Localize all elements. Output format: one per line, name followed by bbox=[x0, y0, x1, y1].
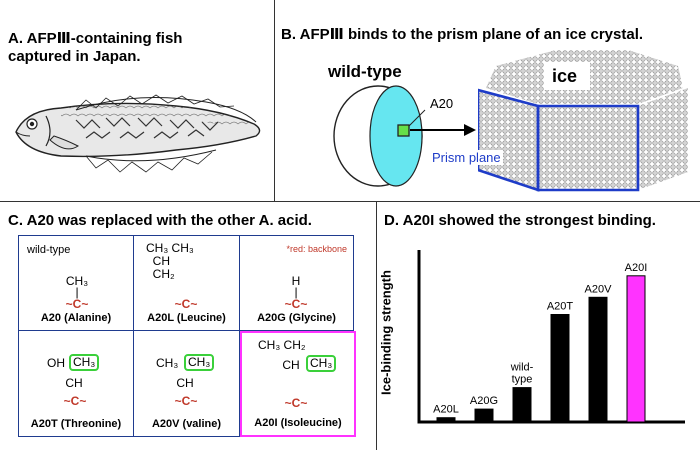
ice-crystal bbox=[478, 50, 688, 192]
sidechain-bond: | bbox=[294, 285, 298, 299]
fish-illustration bbox=[15, 94, 261, 173]
bar-label-a20i: A20I bbox=[625, 262, 648, 274]
backbone-glycine: ~C~ bbox=[284, 297, 308, 311]
site-label: A20 bbox=[430, 96, 454, 111]
sidechain-threonine-ch3: CH₃ bbox=[69, 354, 100, 371]
cell-isoleucine: CH₃ CH₂ CH₃ CH ~C~ A20I (Isoleucine) bbox=[240, 331, 356, 437]
bar-label-a20l: A20L bbox=[433, 404, 459, 416]
name-threonine: A20T (Threonine) bbox=[30, 418, 122, 430]
divider-horizontal bbox=[0, 201, 700, 202]
sidechain-leucine: CH₃ CH₃ CH CH₂ bbox=[146, 241, 194, 281]
bar-a20t bbox=[550, 314, 570, 423]
backbone-valine: ~C~ bbox=[174, 394, 198, 408]
bar-label-a20t: A20T bbox=[547, 301, 574, 313]
name-alanine: A20 (Alanine) bbox=[40, 312, 112, 324]
panel-c-title: C. A20 was replaced with the other A. ac… bbox=[8, 212, 312, 229]
backbone-threonine: ~C~ bbox=[63, 394, 87, 408]
binding-chart: A20L A20G wild-type A20T A20V A20I bbox=[417, 250, 685, 424]
name-isoleucine: A20I (Isoleucine) bbox=[254, 417, 342, 429]
backbone-note: *red: backbone bbox=[286, 244, 347, 254]
bar-label-wildtype: wild-type bbox=[510, 362, 534, 386]
divider-vertical-top bbox=[274, 0, 275, 201]
name-leucine: A20L (Leucine) bbox=[147, 312, 226, 324]
name-glycine: A20G (Glycine) bbox=[257, 312, 336, 324]
sidechain-alanine: CH₃ bbox=[65, 274, 89, 288]
ice-label: ice bbox=[552, 66, 578, 86]
sidechain-bond: | bbox=[75, 285, 79, 299]
sidechain-valine-ch3: CH₃ bbox=[184, 354, 215, 371]
binding-arrow bbox=[410, 124, 476, 136]
bar-label-a20v: A20V bbox=[585, 283, 613, 295]
cell-alanine: wild-type CH₃ | ~C~ A20 (Alanine) bbox=[18, 235, 134, 331]
sidechain-valine-c: CH bbox=[176, 376, 194, 390]
bar-a20v bbox=[588, 296, 608, 423]
sidechain-isoleucine-c: CH bbox=[282, 358, 300, 372]
bar-a20l bbox=[436, 417, 456, 423]
name-valine: A20V (valine) bbox=[151, 418, 222, 430]
sidechain-threonine-a: OH bbox=[47, 356, 65, 370]
protein-diagram bbox=[333, 85, 426, 187]
panel-a-title: A. AFPⅢ-containing fish captured in Japa… bbox=[8, 30, 183, 65]
cell-glycine: *red: backbone H | ~C~ A20G (Glycine) bbox=[240, 235, 354, 331]
bar-wildtype bbox=[512, 387, 532, 423]
sidechain-isoleucine-ch3: CH₃ bbox=[306, 355, 337, 372]
wildtype-label: wild-type bbox=[27, 244, 71, 256]
prism-plane-label: Prism plane bbox=[430, 150, 503, 165]
bar-label-a20g: A20G bbox=[470, 395, 498, 407]
sidechain-threonine-c: CH bbox=[65, 376, 83, 390]
bar-a20i bbox=[626, 275, 646, 423]
backbone-alanine: ~C~ bbox=[65, 297, 89, 311]
divider-vertical-bottom bbox=[376, 201, 377, 450]
cell-leucine: CH₃ CH₃ CH CH₂ ~C~ A20L (Leucine) bbox=[134, 235, 240, 331]
sidechain-valine-a: CH₃ bbox=[156, 356, 179, 370]
y-axis-label: Ice-binding strength bbox=[378, 270, 394, 395]
sidechain-glycine: H bbox=[291, 274, 301, 288]
panel-d-title: D. A20I showed the strongest binding. bbox=[384, 212, 656, 229]
cell-valine: CH₃ CH₃ CH ~C~ A20V (valine) bbox=[134, 331, 240, 437]
backbone-isoleucine: ~C~ bbox=[284, 396, 308, 410]
sidechain-isoleucine-a: CH₃ CH₂ bbox=[258, 338, 306, 352]
backbone-leucine: ~C~ bbox=[174, 297, 198, 311]
protein-label: wild-type bbox=[328, 62, 402, 81]
bar-a20g bbox=[474, 408, 494, 423]
panel-b-title: B. AFPⅢ binds to the prism plane of an i… bbox=[281, 26, 644, 43]
cell-threonine: OH CH₃ CH ~C~ A20T (Threonine) bbox=[18, 331, 134, 437]
